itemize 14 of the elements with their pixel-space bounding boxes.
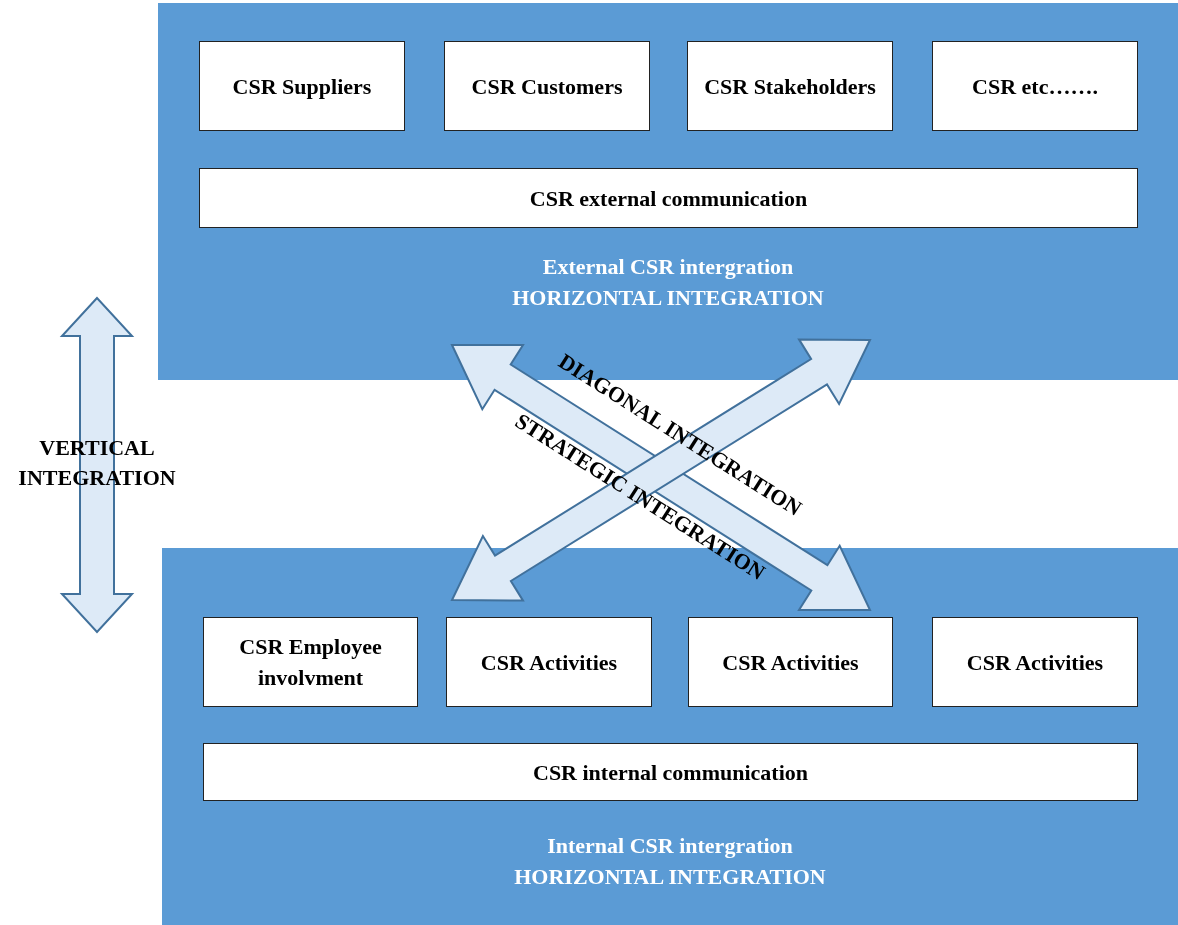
panel-heading: HORIZONTAL INTEGRATION xyxy=(513,863,827,891)
process-box: CSR Suppliers xyxy=(199,41,405,131)
process-box: CSR etc……. xyxy=(932,41,1138,131)
process-box: CSR Employee involvment xyxy=(203,617,418,707)
process-box: CSR Activities xyxy=(446,617,652,707)
process-box: CSR Stakeholders xyxy=(687,41,893,131)
panel-heading: Internal CSR intergration xyxy=(546,832,794,860)
panel-heading: HORIZONTAL INTEGRATION xyxy=(511,284,825,312)
panel-heading: External CSR intergration xyxy=(541,253,795,281)
process-box: CSR Activities xyxy=(932,617,1138,707)
process-box: CSR Customers xyxy=(444,41,650,131)
process-box: CSR internal communication xyxy=(203,743,1138,801)
process-box: CSR external communication xyxy=(199,168,1138,228)
process-box: CSR Activities xyxy=(688,617,893,707)
